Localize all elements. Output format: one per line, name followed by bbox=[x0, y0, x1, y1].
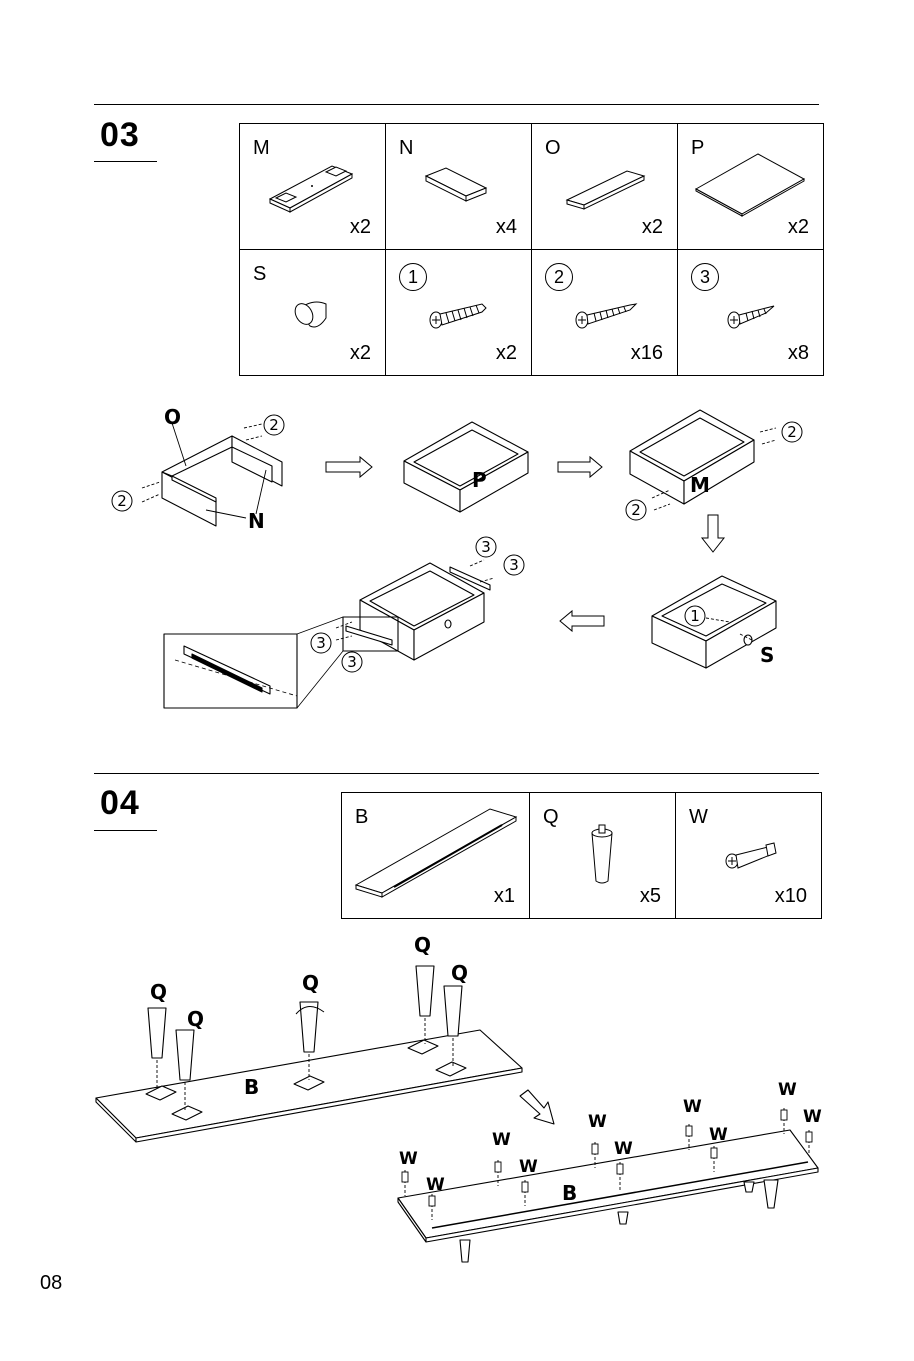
callout-q: Q bbox=[302, 971, 319, 995]
screw-callout-label: 2 bbox=[787, 423, 797, 441]
part-cell-w: W x10 bbox=[676, 793, 822, 919]
assembly-step-2-box bbox=[404, 422, 528, 512]
callout-w: W bbox=[709, 1125, 728, 1145]
part-qty: x5 bbox=[640, 885, 661, 908]
part-cell-b: B x1 bbox=[342, 793, 530, 919]
assembly-step-4-drawer bbox=[652, 576, 776, 668]
assembly-step-5-drawer-with-rail bbox=[346, 563, 490, 660]
callout-w: W bbox=[588, 1112, 607, 1132]
callout-w: W bbox=[803, 1107, 822, 1127]
parts-table-step4: B x1 Q x5 W bbox=[341, 792, 822, 919]
callout-b: B bbox=[562, 1181, 577, 1205]
screw-callout-label: 3 bbox=[509, 556, 519, 574]
part-cell-q: Q x5 bbox=[530, 793, 676, 919]
callout-w: W bbox=[683, 1097, 702, 1117]
arrow-down-right-icon bbox=[520, 1090, 554, 1124]
callout-n: N bbox=[248, 509, 265, 533]
callout-s: S bbox=[760, 643, 774, 667]
arrow-right-icon bbox=[558, 457, 602, 477]
callout-q: Q bbox=[150, 980, 167, 1004]
step-number-underline bbox=[94, 830, 157, 831]
page-number: 08 bbox=[40, 1272, 62, 1295]
callout-w: W bbox=[426, 1175, 445, 1195]
screw-callout-label: 2 bbox=[631, 501, 641, 519]
section-divider-04 bbox=[94, 773, 819, 774]
arrow-down-icon bbox=[702, 515, 724, 552]
screw-callout-label: 3 bbox=[316, 634, 326, 652]
screw-callout-label: 1 bbox=[690, 607, 700, 625]
callout-q: Q bbox=[187, 1007, 204, 1031]
callout-w: W bbox=[399, 1149, 418, 1169]
callout-w: W bbox=[778, 1080, 797, 1100]
callout-p: P bbox=[472, 468, 487, 492]
drawer-assembly-diagram: O N P M S 2 2 2 2 1 3 3 3 3 bbox=[0, 0, 914, 760]
base-board-with-plates bbox=[96, 1030, 522, 1142]
screw-callout-label: 3 bbox=[481, 538, 491, 556]
screw-callout-label: 2 bbox=[117, 492, 127, 510]
screw-callout-label: 2 bbox=[269, 416, 279, 434]
callout-q: Q bbox=[451, 961, 468, 985]
callout-b: B bbox=[244, 1075, 259, 1099]
screw-callout-label: 3 bbox=[347, 653, 357, 671]
callout-m: M bbox=[690, 473, 710, 497]
callout-o: O bbox=[164, 405, 181, 429]
arrow-left-icon bbox=[560, 611, 604, 631]
part-qty: x1 bbox=[494, 885, 515, 908]
step-number-04: 04 bbox=[100, 784, 140, 823]
callout-q: Q bbox=[414, 933, 431, 957]
part-qty: x10 bbox=[775, 885, 807, 908]
arrow-right-icon bbox=[326, 457, 372, 477]
cam-bolt-markers bbox=[402, 1110, 812, 1206]
callout-w: W bbox=[492, 1130, 511, 1150]
leg-icons bbox=[148, 966, 462, 1080]
base-board-with-bolts bbox=[398, 1130, 818, 1262]
callout-w: W bbox=[614, 1139, 633, 1159]
callout-w: W bbox=[519, 1157, 538, 1177]
